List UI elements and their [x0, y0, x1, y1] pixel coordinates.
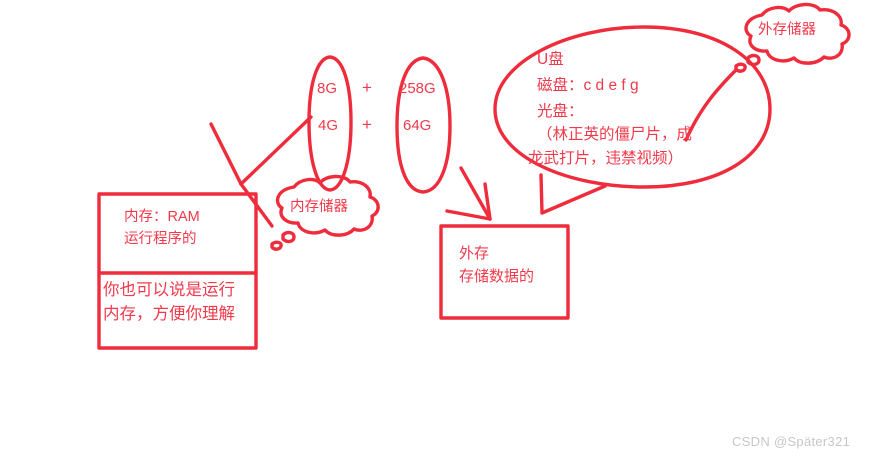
- external-memory-line1: 外存: [459, 245, 490, 262]
- speech-bubble-tail: [539, 173, 607, 215]
- arrow-to-internal-memory-box: [239, 115, 313, 186]
- arrow-to-external-memory-box: [459, 166, 492, 221]
- arrow-to-internal-memory-head-left: [209, 122, 243, 186]
- external-cloud-connector: [684, 68, 738, 142]
- storage-capacity-row1: 258G: [399, 80, 436, 97]
- external-memory-cloud-tail-1: [746, 53, 761, 67]
- ram-capacity-row1: 8G: [317, 80, 338, 97]
- internal-memory-bottom-line1: 你也可以说是运行: [103, 281, 235, 299]
- plus-sign-row1: +: [362, 78, 372, 97]
- plus-sign-row2: +: [362, 115, 372, 134]
- internal-memory-box-outline: [97, 192, 258, 350]
- internal-memory-top-line1: 内存：RAM: [124, 209, 200, 225]
- internal-memory-bottom-line2: 内存，方便你理解: [103, 305, 235, 323]
- internal-memory-cloud: [275, 174, 380, 237]
- bubble-line-examples-2: 龙武打片，违禁视频）: [528, 150, 684, 167]
- storage-capacity-ellipse: [395, 56, 452, 194]
- csdn-watermark: CSDN @Später321: [732, 434, 851, 449]
- internal-memory-top-line2: 运行程序的: [124, 231, 197, 247]
- ram-capacity-ellipse: [307, 55, 353, 192]
- internal-memory-cloud-label: 内存储器: [290, 199, 348, 215]
- bubble-line-disk: 磁盘：c d e f g: [537, 77, 639, 94]
- bubble-line-examples-1: （林正英的僵尸片，成: [537, 126, 693, 143]
- external-memory-line2: 存储数据的: [459, 268, 535, 285]
- external-memory-cloud-label: 外存储器: [758, 22, 816, 38]
- arrow-to-external-memory-head-left: [445, 209, 492, 221]
- external-memory-cloud: [744, 2, 851, 65]
- external-storage-speech-bubble: [493, 25, 772, 189]
- internal-memory-cloud-tail-1: [281, 230, 296, 244]
- bubble-line-optical: 光盘：: [537, 103, 584, 120]
- arrow-to-external-memory-head-right: [483, 182, 492, 221]
- internal-memory-cloud-tail-2: [270, 240, 283, 251]
- ram-capacity-row2: 4G: [318, 117, 339, 134]
- storage-capacity-row2: 64G: [403, 117, 432, 134]
- bubble-line-usb: U盘: [537, 51, 564, 68]
- external-memory-box-outline: [439, 224, 570, 320]
